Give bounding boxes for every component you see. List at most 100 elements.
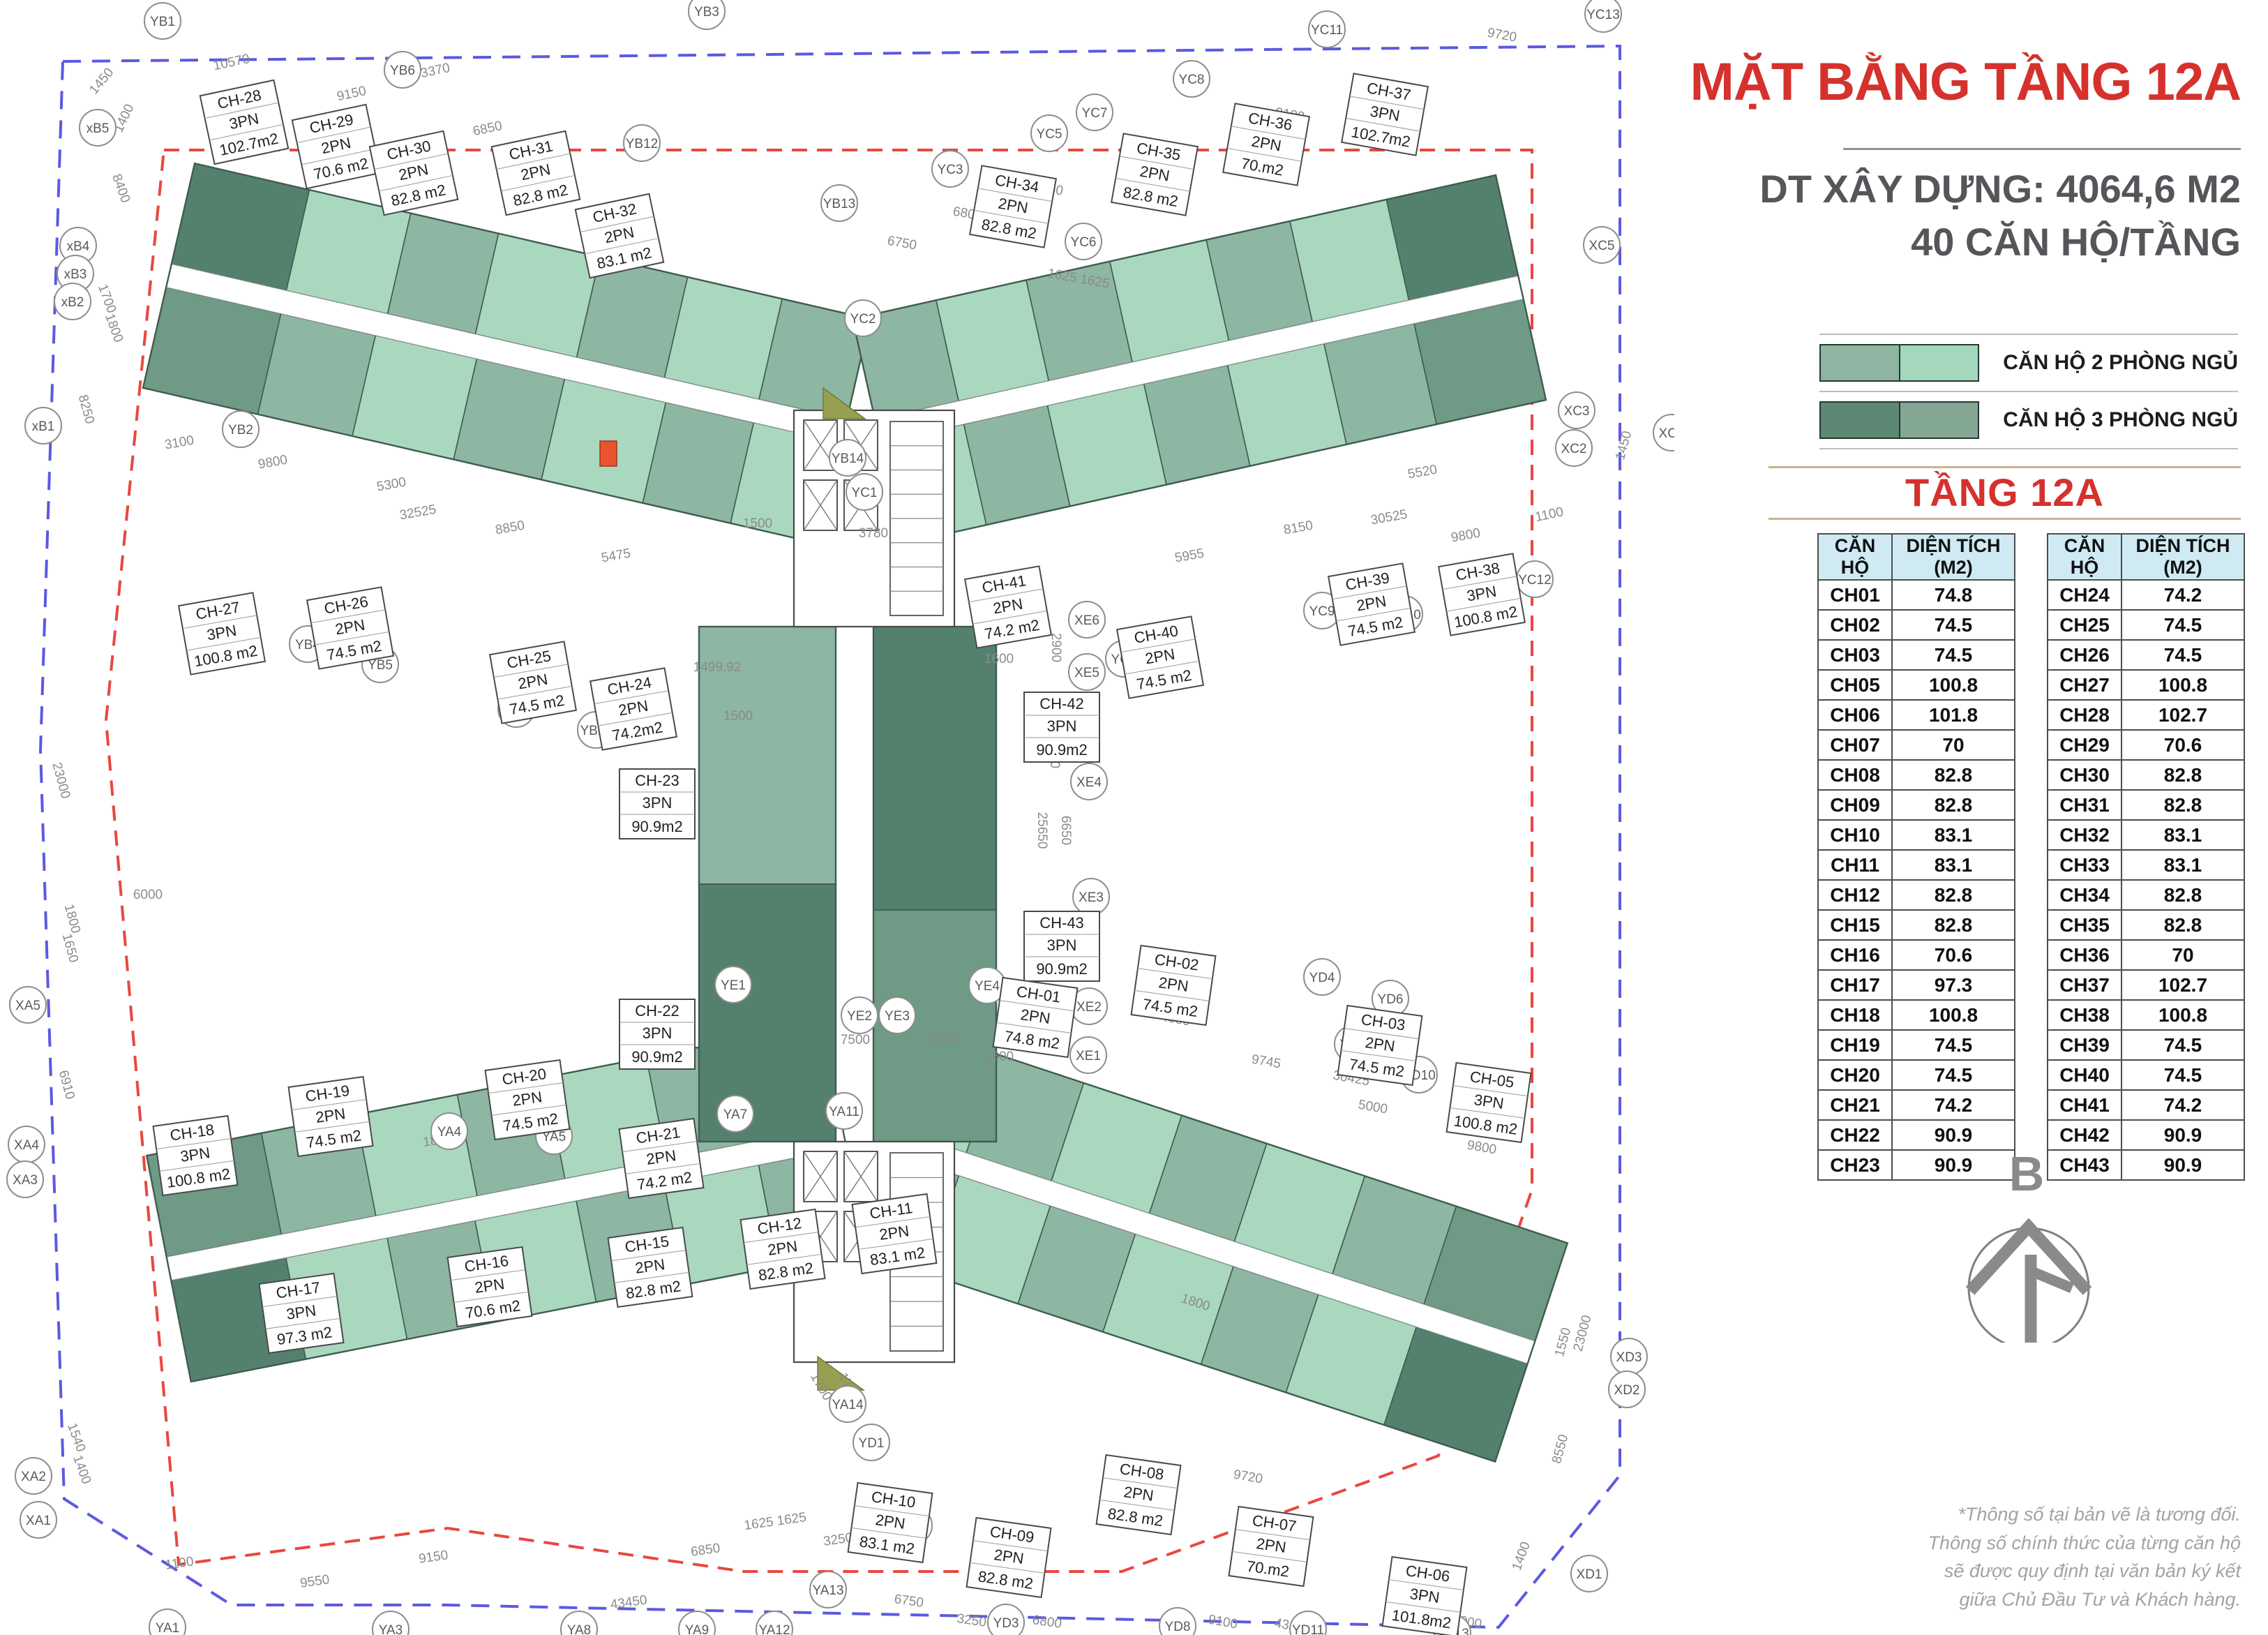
svg-text:xB2: xB2 <box>61 295 84 310</box>
svg-text:XD2: XD2 <box>1614 1383 1640 1398</box>
unit-area-cell: 82.8 <box>1891 909 2015 941</box>
grid-bubble-YE3: YE3 <box>878 996 916 1034</box>
dimension-label: 6750 <box>893 1592 924 1611</box>
svg-text:YA3: YA3 <box>379 1623 403 1635</box>
svg-text:xB3: xB3 <box>64 267 87 282</box>
unit-id-cell: CH42 <box>2047 1119 2122 1151</box>
unit-area-cell: 82.8 <box>2121 789 2245 821</box>
unit-id-cell: CH38 <box>2047 999 2122 1031</box>
elevator-shaft-icon <box>803 479 838 531</box>
unit-area-cell: 70.6 <box>2121 729 2245 761</box>
svg-text:YC3: YC3 <box>938 163 963 177</box>
grid-bubble-XD2: XD2 <box>1608 1371 1646 1408</box>
dimension-label: 1800 <box>61 902 83 934</box>
north-arrow-icon <box>1965 1218 2092 1343</box>
unit-id-cell: CH02 <box>1817 609 1893 641</box>
dimension-label: 6850 <box>690 1541 721 1560</box>
svg-text:YA1: YA1 <box>156 1621 180 1635</box>
grid-bubble-YC3: YC3 <box>931 150 969 188</box>
unit-area-cell: 102.7 <box>2121 969 2245 1001</box>
unit-area-cell: 74.2 <box>2121 1089 2245 1121</box>
built-area-line: DT XÂY DỰNG: 4064,6 M2 <box>1759 167 2241 211</box>
grid-bubble-XA2: XA2 <box>15 1457 52 1495</box>
svg-text:YA14: YA14 <box>832 1398 864 1412</box>
apartment-block <box>698 883 836 1142</box>
table-section-header: TẦNG 12A <box>1768 466 2241 520</box>
dimension-label: 6800 <box>1031 1613 1062 1632</box>
dimension-label: 5955 <box>1173 546 1205 566</box>
dimension-label: 1500 <box>723 709 753 724</box>
dimension-label: 9800 <box>1466 1138 1497 1158</box>
grid-bubble-YC1: YC1 <box>846 473 883 511</box>
elevator-shaft-icon <box>803 1151 838 1202</box>
svg-text:3PN: 3PN <box>1409 1585 1441 1606</box>
unit-id-cell: CH41 <box>2047 1089 2122 1121</box>
dimension-label: 1400 <box>70 1454 93 1486</box>
dimension-label: 9800 <box>1450 526 1481 546</box>
grid-bubble-XD1: XD1 <box>1570 1555 1608 1592</box>
dimension-label: 43450 <box>610 1592 648 1612</box>
svg-text:YD3: YD3 <box>993 1616 1019 1631</box>
unit-id-cell: CH07 <box>1817 729 1893 761</box>
dimension-label: 9150 <box>336 84 368 104</box>
legend-label: CĂN HỘ 3 PHÒNG NGỦ <box>2003 408 2238 431</box>
dimension-label: 1450 <box>1613 429 1635 461</box>
unit-id-cell: CH34 <box>2047 879 2122 911</box>
dimension-label: 1100 <box>165 1554 195 1572</box>
svg-text:YB3: YB3 <box>694 5 719 20</box>
svg-text:XD1: XD1 <box>1577 1567 1602 1582</box>
svg-text:XC5: XC5 <box>1589 239 1615 253</box>
dimension-label: 9100 <box>1207 1613 1238 1632</box>
svg-text:2PN: 2PN <box>878 1222 910 1244</box>
dimension-label: 23000 <box>49 761 73 800</box>
grid-bubble-YC2: YC2 <box>844 299 882 337</box>
unit-id-cell: CH26 <box>2047 639 2122 671</box>
svg-text:XA3: XA3 <box>13 1173 38 1188</box>
svg-text:YA12: YA12 <box>758 1623 790 1635</box>
unit-area-cell: 101.8 <box>1891 699 2015 731</box>
unit-id-cell: CH32 <box>2047 819 2122 851</box>
apartment-block <box>698 626 836 885</box>
gold-divider-top <box>1768 466 2241 468</box>
unit-id-cell: CH24 <box>2047 579 2122 611</box>
grid-bubble-YA9: YA9 <box>678 1611 716 1635</box>
unit-area-cell: 74.5 <box>2121 609 2245 641</box>
svg-text:YB13: YB13 <box>823 197 855 211</box>
dimension-label: 1400 <box>1510 1540 1533 1573</box>
svg-text:XE3: XE3 <box>1079 890 1104 905</box>
unit-id-cell: CH40 <box>2047 1059 2122 1091</box>
svg-text:XE2: XE2 <box>1076 1000 1102 1015</box>
legend-swatch <box>1821 345 1900 380</box>
unit-id-cell: CH08 <box>1817 759 1893 791</box>
dimension-label: 9745 <box>1250 1052 1282 1072</box>
unit-area-cell: 90.9 <box>1891 1149 2015 1181</box>
unit-area-cell: 100.8 <box>2121 999 2245 1031</box>
legend-swatch-pair <box>1819 401 1980 439</box>
grid-bubble-YC8: YC8 <box>1173 60 1210 98</box>
unit-id-cell: CH21 <box>1817 1089 1893 1121</box>
unit-id-cell: CH06 <box>1817 699 1893 731</box>
